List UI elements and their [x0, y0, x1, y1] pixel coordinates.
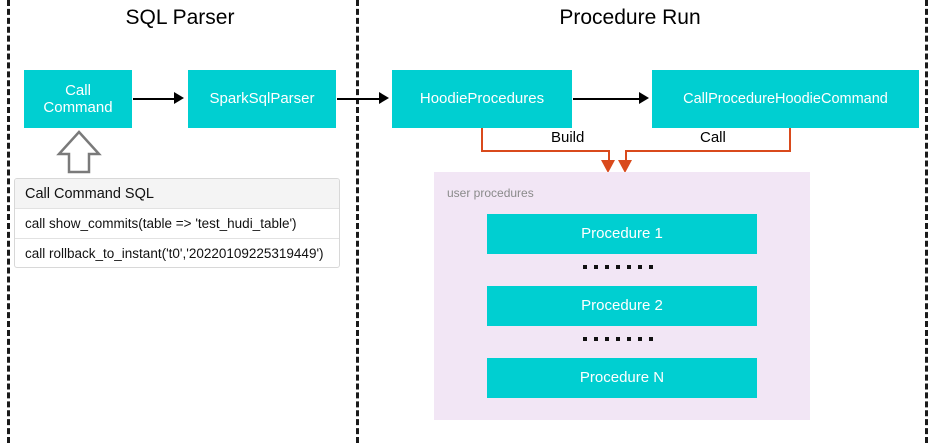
connector-call-drop [625, 150, 627, 162]
sql-table-row[interactable]: call rollback_to_instant('t0','202201092… [25, 246, 324, 261]
node-procedure-1-label: Procedure 1 [581, 225, 663, 243]
node-procedure-n-label: Procedure N [579, 369, 665, 387]
node-spark-sql-parser-label: SparkSqlParser [209, 90, 315, 108]
connector-build-arrowhead [601, 160, 615, 173]
section-title-sql-parser: SQL Parser [125, 6, 235, 29]
node-call-command-line1: Call [65, 81, 91, 99]
procedure-separator-dots [583, 265, 653, 269]
connector-call-vertical [789, 128, 791, 152]
node-call-command[interactable]: Call Command [24, 70, 132, 128]
arrow-hoodieprocedures-to-callprocedure-line [573, 98, 639, 100]
procedure-separator-dots [583, 337, 653, 341]
call-command-sql-table: Call Command SQL call show_commits(table… [14, 178, 340, 268]
connector-call-arrowhead [618, 160, 632, 173]
section-divider-middle [356, 0, 359, 443]
connector-build-drop [608, 150, 610, 162]
edge-label-build: Build [546, 130, 590, 145]
node-procedure-n[interactable]: Procedure N [487, 358, 757, 398]
node-procedure-2-label: Procedure 2 [581, 297, 663, 315]
connector-build-vertical [481, 128, 483, 152]
arrow-callcommand-to-sparksqlparser-head [174, 92, 184, 104]
node-call-command-line2: Command [43, 99, 113, 116]
section-title-procedure-run: Procedure Run [559, 6, 701, 29]
node-call-procedure-hoodie-command[interactable]: CallProcedureHoodieCommand [652, 70, 919, 128]
arrow-sparksqlparser-to-hoodieprocedures-line [337, 98, 379, 100]
block-arrow-up-icon [56, 130, 102, 179]
arrow-hoodieprocedures-to-callprocedure-head [639, 92, 649, 104]
sql-table-row[interactable]: call show_commits(table => 'test_hudi_ta… [15, 209, 339, 239]
node-spark-sql-parser[interactable]: SparkSqlParser [188, 70, 336, 128]
arrow-callcommand-to-sparksqlparser-line [133, 98, 175, 100]
section-divider-left [7, 0, 10, 443]
section-divider-right [925, 0, 928, 443]
node-procedure-2[interactable]: Procedure 2 [487, 286, 757, 326]
sql-table-header: Call Command SQL [15, 179, 339, 209]
node-call-procedure-hoodie-command-label: CallProcedureHoodieCommand [683, 90, 888, 107]
node-hoodie-procedures-label: HoodieProcedures [419, 90, 545, 108]
connector-build-horizontal [481, 150, 610, 152]
node-hoodie-procedures[interactable]: HoodieProcedures [392, 70, 572, 128]
arrow-sparksqlparser-to-hoodieprocedures-head [379, 92, 389, 104]
user-procedures-label: user procedures [447, 186, 534, 200]
edge-label-call: Call [695, 130, 731, 145]
connector-call-horizontal [625, 150, 791, 152]
node-procedure-1[interactable]: Procedure 1 [487, 214, 757, 254]
